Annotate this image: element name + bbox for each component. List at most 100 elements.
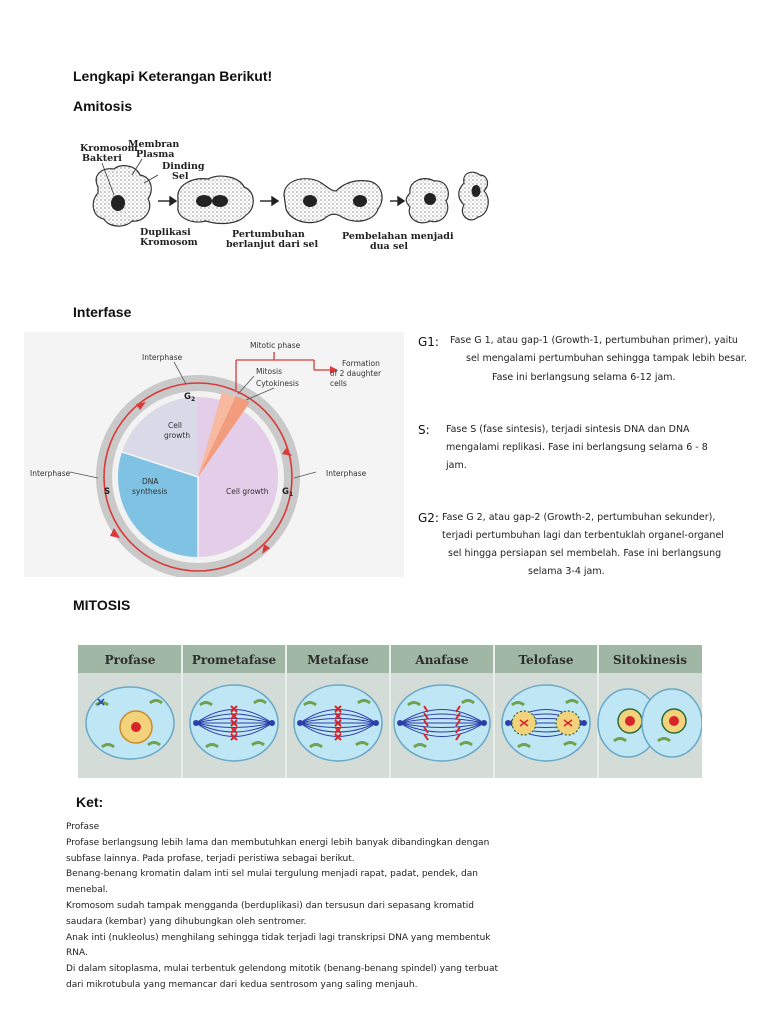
mitosis-spindle-fiber (195, 713, 273, 724)
mitosis-spindle-fiber (399, 718, 485, 724)
mitosis-chromosome (423, 705, 429, 713)
mitosis-chromosome (230, 705, 238, 713)
ket-line: Kromosom sudah tampak mengganda (berdupl… (66, 900, 474, 911)
mitosis-chromosome (334, 733, 342, 741)
mitosis-chromosome (334, 719, 342, 727)
label-formation-3: cells (330, 379, 347, 388)
mitosis-spindle-fiber (399, 713, 485, 724)
label-formation-2: of 2 daughter (330, 369, 382, 378)
mitosis-chromosome (230, 719, 238, 727)
mitosis-spindle-fiber (399, 722, 485, 737)
amitosis-cell-1 (92, 165, 152, 227)
note-s-label: S: (418, 423, 430, 437)
amitosis-label-dua-sel: dua sel (370, 241, 408, 252)
mitosis-organelle (147, 741, 161, 747)
amitosis-label-sel: Sel (172, 171, 189, 182)
ket-line: menebal. (66, 885, 109, 896)
mitosis-nucleolus (669, 716, 679, 726)
mitosis-chromosome (455, 733, 461, 741)
mitosis-chromosome (455, 726, 461, 734)
mitosis-organelle (407, 701, 421, 707)
mitosis-chromosome (334, 726, 342, 734)
mitosis-organelle (303, 701, 317, 707)
mitosis-chromosome (423, 726, 429, 734)
interfase-heading: Interfase (73, 304, 132, 320)
mitosis-organelle (461, 699, 475, 705)
mitosis-chromosome (563, 719, 573, 727)
label-cell-growth-top-1: Cell (168, 421, 182, 430)
ket-line: Di dalam sitoplasma, mulai terbentuk gel… (66, 964, 499, 975)
label-g2: G (184, 392, 191, 402)
amitosis-label-berlanjut: berlanjut dari sel (226, 239, 319, 250)
note-s-line2: mengalami replikasi. Fase ini berlangsun… (446, 442, 708, 453)
mitosis-chromosome (334, 705, 342, 713)
label-mitosis: Mitosis (256, 367, 282, 376)
mitosis-organelle (309, 743, 323, 749)
cell-cycle-diagram: Mitotic phase Mitosis Cytokinesis Format… (24, 332, 404, 577)
mitosis-chromosome (423, 719, 429, 727)
amitosis-label-duplikasi-kromosom: Kromosom (140, 237, 198, 248)
mitosis-phase-label: Prometafase (192, 653, 277, 667)
mitosis-nucleolus (625, 716, 635, 726)
amitosis-heading: Amitosis (73, 98, 133, 114)
mitosis-spindle-fiber (399, 709, 485, 724)
mitosis-organelle (613, 737, 627, 743)
mitosis-organelle (413, 743, 427, 749)
note-g2-line2: terjadi pertumbuhan lagi dan terbentukla… (442, 530, 724, 541)
mitosis-spindle-fiber (299, 713, 377, 724)
label-interphase-left: Interphase (30, 469, 71, 478)
page-title: Lengkapi Keterangan Berikut! (73, 68, 273, 84)
mitosis-organelle (355, 741, 369, 747)
label-interphase-top: Interphase (142, 353, 183, 362)
amitosis-label-pembelahan: Pembelahan menjadi (342, 231, 454, 242)
mitosis-organelle (459, 741, 473, 747)
amitosis-cell-3 (283, 178, 383, 224)
label-dna: DNA (142, 477, 159, 486)
mitosis-organelle (205, 743, 219, 749)
ket-line: saudara (kembar) yang dihubungkan oleh s… (66, 916, 307, 927)
mitosis-organelle (511, 701, 525, 707)
amitosis-label-bakteri: Bakteri (82, 153, 122, 164)
note-g2-line3: sel hingga persiapan sel membelah. Fase … (448, 548, 722, 559)
mitosis-phase-label: Sitokinesis (613, 653, 687, 667)
mitosis-spindle-fiber (299, 722, 377, 728)
label-dna-synthesis: synthesis (132, 487, 167, 496)
amitosis-label-pertumbuhan: Pertumbuhan (232, 229, 305, 240)
ket-line: dari mikrotubula yang memancar dari kedu… (66, 979, 418, 990)
label-g1-sub: 1 (289, 491, 293, 498)
note-g2-label: G2: (418, 511, 439, 525)
mitosis-organelle (565, 699, 579, 705)
mitosis-chromosome (230, 712, 238, 720)
label-cell-growth-top-2: growth (164, 431, 190, 440)
mitosis-centrosome (581, 720, 587, 726)
mitosis-centrosome (97, 698, 105, 706)
ket-line: subfase lainnya. Pada profase, terjadi p… (66, 853, 355, 864)
mitosis-organelle (517, 743, 531, 749)
ket-heading: Ket: (76, 794, 104, 810)
mitosis-organelle (657, 737, 671, 743)
amitosis-label-kromosom: Kromosom (80, 143, 138, 154)
label-cell-growth-right: Cell growth (226, 487, 269, 496)
mitosis-organelle (357, 699, 371, 705)
note-g1-label: G1: (418, 335, 439, 349)
mitosis-organelle (251, 741, 265, 747)
amitosis-label-plasma: Plasma (136, 149, 174, 160)
mitosis-chromosome (230, 733, 238, 741)
mitosis-chromosome (519, 719, 529, 727)
mitosis-centrosome (505, 720, 511, 726)
mitosis-spindle-fiber (195, 718, 273, 724)
mitosis-chromosome (455, 705, 461, 713)
note-g2-line4: selama 3-4 jam. (528, 566, 605, 577)
mitosis-chromosome (455, 712, 461, 720)
amitosis-cell-4b (458, 171, 489, 221)
mitosis-centrosome (481, 720, 487, 726)
amitosis-label-dinding: Dinding (162, 161, 205, 172)
mitosis-organelle (253, 699, 267, 705)
mitosis-heading: MITOSIS (73, 597, 131, 613)
mitosis-chromosome (423, 733, 429, 741)
mitosis-spindle-fiber (399, 722, 485, 728)
mitosis-chromosome (455, 719, 461, 727)
mitosis-chromosome (230, 726, 238, 734)
mitosis-phase-label: Profase (105, 653, 156, 667)
